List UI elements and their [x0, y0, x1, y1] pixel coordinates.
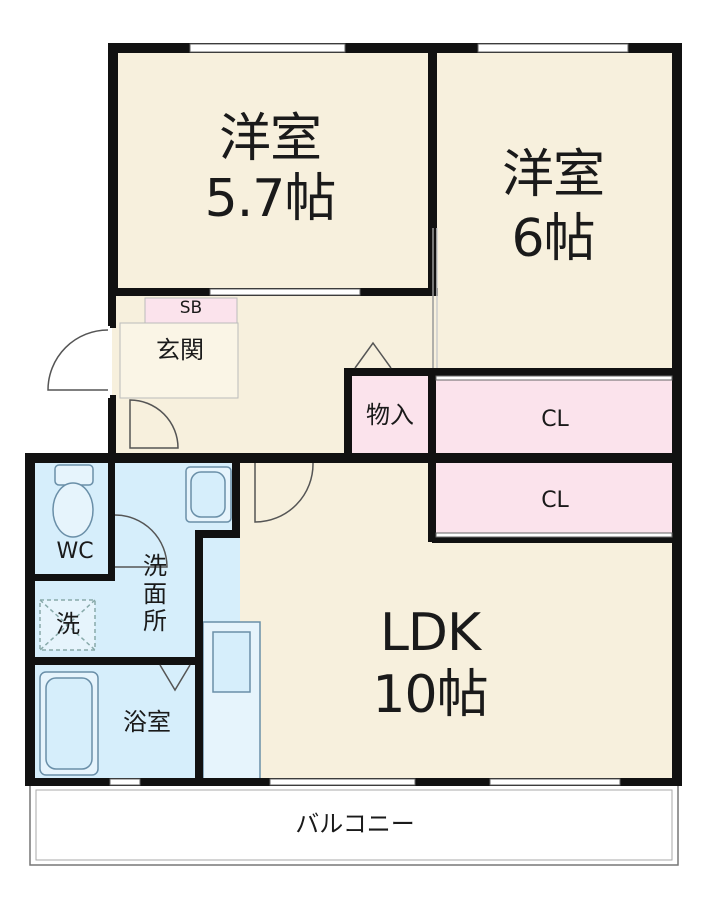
- wash-basin-fixture: [185, 466, 232, 523]
- closet-upper-floor: [432, 373, 678, 453]
- bathroom-label: 浴室: [123, 708, 171, 736]
- balcony: [29, 784, 679, 866]
- balcony-label: バルコニー: [295, 810, 415, 838]
- closet-upper-label: CL: [541, 407, 569, 432]
- storage-label: 物入: [366, 401, 414, 429]
- doors: [46, 228, 438, 692]
- western-room-1-name: 洋室: [218, 109, 322, 169]
- western-room-2-floor: [432, 48, 678, 373]
- bathtub-fixture: [39, 671, 99, 776]
- windows: [109, 43, 673, 786]
- closet-lower-label: CL: [541, 488, 569, 513]
- ldk-size: 10帖: [372, 665, 488, 725]
- toilet-fixture: [52, 464, 94, 538]
- ldk-name: LDK: [379, 603, 481, 663]
- western-room-2-size: 6帖: [511, 209, 595, 269]
- closet-lower-floor: [432, 460, 678, 540]
- entrance-step: [119, 322, 239, 399]
- shoe-box: [144, 297, 238, 324]
- shoe-box-label: SB: [179, 298, 203, 318]
- washroom-label: 洗面所: [143, 552, 167, 636]
- storage-floor: [348, 373, 432, 458]
- fixtures: [39, 464, 261, 780]
- western-room-1-floor: [112, 48, 432, 293]
- washing-machine-label: 洗: [56, 610, 80, 638]
- kitchen-counter: [202, 621, 261, 780]
- western-room-2-name: 洋室: [501, 145, 605, 205]
- wc-label: WC: [56, 539, 94, 564]
- western-room-1-size: 5.7帖: [204, 169, 337, 229]
- entrance-label: 玄関: [156, 336, 204, 364]
